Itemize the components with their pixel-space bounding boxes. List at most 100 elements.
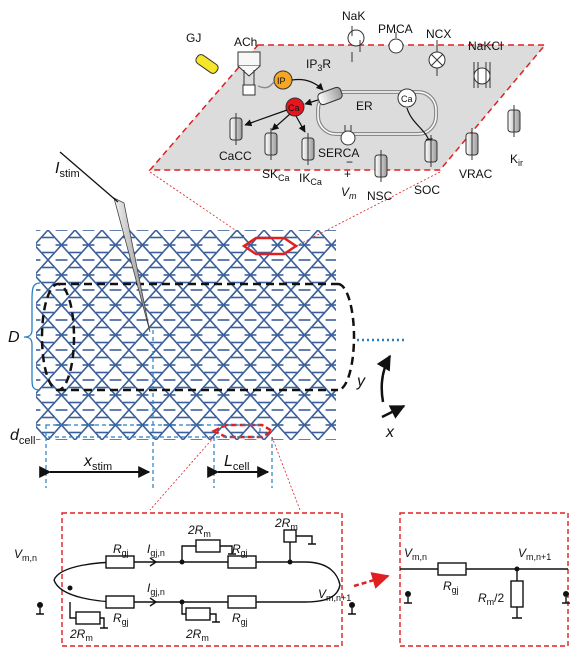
vmn-left-label: Vm,n [14, 547, 37, 563]
mesh-line [36, 365, 103, 440]
vmn-right-label: Vm,n [404, 546, 427, 562]
cacc-label: CaCC [219, 149, 252, 163]
cell-panel: ER SERCA Ca GJ ACh IP IP3R C [148, 9, 547, 203]
mesh-line [534, 230, 583, 440]
ncx-exchanger-icon [428, 40, 446, 76]
equivalence-arrow [353, 572, 390, 589]
stim-needle-icon [113, 197, 151, 333]
vrac-label: VRAC [459, 167, 493, 181]
ground-icon-right-2 [562, 591, 570, 604]
ip3r-label: IP3R [306, 57, 331, 73]
ground-icon-left-2 [348, 602, 356, 615]
mesh-line [561, 230, 583, 440]
xstim-label: xstim [83, 453, 112, 473]
vmn1-left-label: Vm,n+1 [318, 587, 351, 603]
vm-label: Vm [341, 185, 357, 201]
mesh-line [36, 230, 76, 275]
rgj-label-1: Rgj [113, 542, 129, 558]
mesh-line [36, 230, 103, 305]
pmca-label: PMCA [378, 22, 413, 36]
mesh-line [453, 230, 583, 440]
pmca-pump-icon [388, 32, 404, 54]
circuit-right [399, 512, 569, 647]
er-label: ER [356, 99, 373, 113]
rm2-label-3: 2Rm [69, 627, 93, 643]
channel-soc-icon [424, 135, 438, 167]
measure-guides [45, 330, 273, 488]
rgj-label-3: Rgj [113, 611, 129, 627]
cylinder-outline [40, 282, 407, 392]
nakcl-label: NaKCl [468, 39, 503, 53]
channel-cacc-icon [229, 113, 243, 145]
igj-label-1: Igj,n [147, 542, 165, 558]
highlight-cell-top [241, 236, 299, 256]
dcell-label: dcell [10, 427, 35, 447]
istim-label: Istim [55, 160, 80, 180]
rm2-label-1: 2Rm [187, 523, 211, 539]
ncx-label: NCX [426, 27, 451, 41]
mesh-line [36, 230, 130, 335]
mesh-line [345, 230, 534, 440]
rm-half-label: Rm/2 [478, 591, 505, 607]
channel-nsc-icon [374, 150, 388, 182]
mesh-line [399, 230, 583, 440]
mesh-line [263, 230, 336, 312]
ip3r-channel-icon [317, 86, 343, 106]
ca-er-icon [397, 88, 417, 108]
channel-kir-icon [507, 105, 521, 137]
mesh-line [317, 230, 336, 252]
y-axis-label: y [356, 373, 366, 390]
ca-er-label: Ca [401, 94, 413, 104]
mesh-line [507, 230, 583, 440]
stim-line [59, 151, 119, 203]
mesh-line [453, 230, 583, 440]
mesh-line [36, 335, 130, 440]
kir-label: Kir [510, 152, 523, 168]
channel-ikca-icon [301, 133, 315, 165]
zoom-line-cell [149, 171, 441, 247]
mesh-line [480, 230, 583, 440]
x-axis-arrow [381, 404, 406, 419]
ikca-label: IKCa [299, 171, 322, 187]
ca-cytosol-label: Ca [288, 103, 300, 113]
mesh-line [534, 230, 583, 440]
rgj-label-4: Rgj [232, 611, 248, 627]
mesh-line [507, 230, 583, 440]
plus-sign: + [344, 167, 351, 181]
skca-label: SKCa [262, 167, 290, 183]
serca-pump-icon [340, 130, 356, 146]
mesh-line [36, 395, 76, 440]
rgj-label-2: Rgj [232, 542, 248, 558]
channel-skca-icon [264, 128, 278, 160]
rgj-right-label: Rgj [443, 579, 459, 595]
d-bracket [23, 282, 41, 391]
ip-label: IP [277, 76, 286, 86]
mesh-line [263, 358, 336, 440]
zoom-line-circuit [149, 436, 301, 511]
lcell-label: Lcell [224, 453, 249, 473]
x-axis-label: x [385, 424, 395, 441]
ground-icon-left [36, 602, 44, 615]
serca-label: SERCA [318, 146, 359, 160]
mesh-line [426, 230, 583, 440]
igj-label-2: Igj,n [147, 581, 165, 597]
mesh-line [399, 230, 583, 440]
vmn1-right-label: Vm,n+1 [518, 546, 551, 562]
rm2-label-4: 2Rm [185, 627, 209, 643]
ground-icon-right-1 [404, 591, 412, 604]
mesh-line [426, 230, 583, 440]
d-label: D [8, 329, 20, 346]
mesh-line [345, 230, 534, 440]
ach-label: ACh [234, 35, 257, 49]
tissue-mesh [36, 230, 583, 440]
channel-vrac-icon [465, 128, 479, 160]
mesh-line [480, 230, 583, 440]
ach-receptor-icon [237, 51, 261, 96]
highlight-cell-bottom [211, 423, 275, 439]
mesh-line [561, 230, 583, 440]
minus-sign: − [346, 155, 353, 169]
gap-junction-icon [195, 54, 219, 74]
mesh-line [317, 418, 336, 440]
nak-label: NaK [342, 9, 365, 23]
